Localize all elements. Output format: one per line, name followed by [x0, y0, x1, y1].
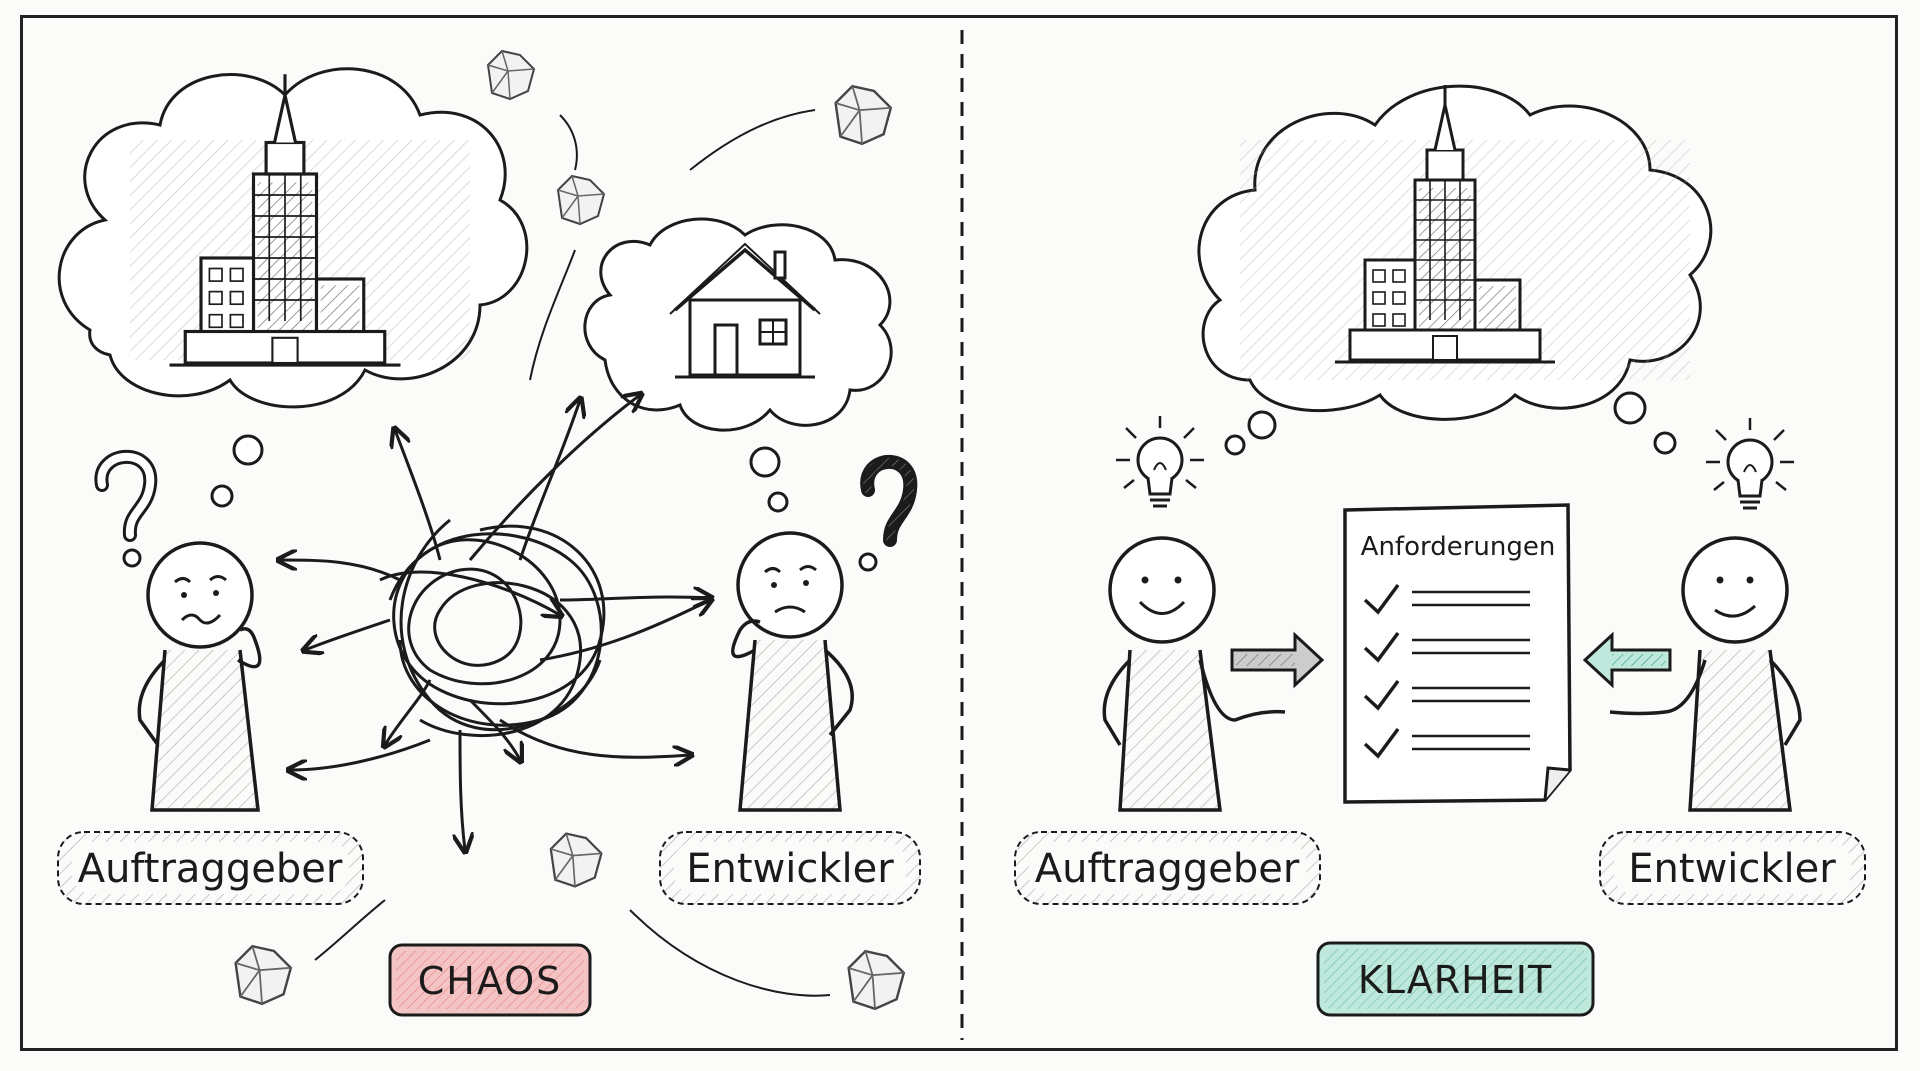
developer-figure — [731, 531, 854, 812]
client-label: Auftraggeber — [78, 846, 343, 892]
question-mark-icon — [94, 449, 158, 568]
arrow-icon — [305, 618, 391, 650]
shared-thought-cloud — [1197, 83, 1713, 456]
arrow-icon — [539, 600, 710, 662]
chaos-badge: CHAOS — [388, 943, 592, 1017]
arrow-icon — [395, 430, 442, 561]
light-bulb-icon — [1704, 416, 1796, 510]
arrow-icon — [1230, 631, 1325, 689]
thought-bubble — [1224, 434, 1246, 456]
clarity-badge: KLARHEIT — [1316, 941, 1595, 1017]
document-title: Anforderungen — [1361, 532, 1556, 562]
client-label-pill: Auftraggeber — [1014, 831, 1321, 905]
developer-label: Entwickler — [686, 846, 894, 892]
arrow-icon — [290, 738, 431, 770]
thought-bubble — [1613, 391, 1647, 425]
checkmark-icon — [1363, 631, 1400, 663]
chaos-label: CHAOS — [418, 959, 562, 1003]
clarity-label: KLARHEIT — [1358, 958, 1552, 1002]
client-figure — [137, 541, 262, 812]
checkmark-icon — [1363, 679, 1400, 711]
question-mark-icon — [858, 454, 918, 572]
developer-label: Entwickler — [1628, 846, 1836, 892]
crumpled-paper-icon — [549, 832, 603, 888]
arrow-icon — [379, 570, 560, 615]
chaos-arrows — [280, 395, 710, 850]
developer-label-pill: Entwickler — [659, 831, 921, 905]
crumpled-paper-icon — [234, 945, 292, 1005]
developer-figure — [1609, 536, 1802, 812]
thought-bubble — [767, 491, 789, 513]
client-label: Auftraggeber — [1035, 846, 1300, 892]
motion-lines — [314, 109, 831, 997]
checkmark-icon — [1363, 727, 1400, 759]
thought-bubble — [210, 484, 234, 508]
client-thought-cloud — [57, 67, 529, 508]
thought-bubble — [749, 446, 781, 478]
left-panel: Auftraggeber Entwickler CHAOS — [57, 50, 921, 1017]
arrow-icon — [499, 718, 690, 757]
light-bulb-icon — [1114, 414, 1206, 508]
arrow-icon — [280, 560, 401, 582]
arrow-icon — [460, 729, 465, 850]
checkmark-icon — [1363, 583, 1400, 615]
arrow-icon — [468, 698, 520, 760]
thought-bubble — [232, 434, 264, 466]
developer-thought-cloud — [583, 217, 893, 513]
crumpled-paper-icon — [487, 50, 535, 100]
outer-frame — [20, 15, 1898, 1051]
tangled-scribble — [388, 518, 606, 737]
house-icon — [669, 242, 821, 379]
thought-bubble — [1247, 410, 1277, 440]
arrow-icon — [518, 400, 580, 561]
client-figure — [1102, 536, 1286, 812]
crumpled-paper-icon — [847, 950, 905, 1010]
crumpled-paper-icon — [834, 84, 892, 146]
crumpled-paper-icon — [557, 175, 605, 225]
arrow-icon — [385, 679, 432, 745]
thought-bubble — [1653, 431, 1677, 455]
right-panel: Anforderungen — [1014, 83, 1866, 1017]
arrow-icon — [468, 395, 640, 561]
arrow-icon — [1582, 631, 1672, 689]
arrow-icon — [559, 597, 710, 600]
client-label-pill: Auftraggeber — [57, 831, 364, 905]
developer-label-pill: Entwickler — [1599, 831, 1866, 905]
requirements-document: Anforderungen — [1343, 503, 1572, 804]
